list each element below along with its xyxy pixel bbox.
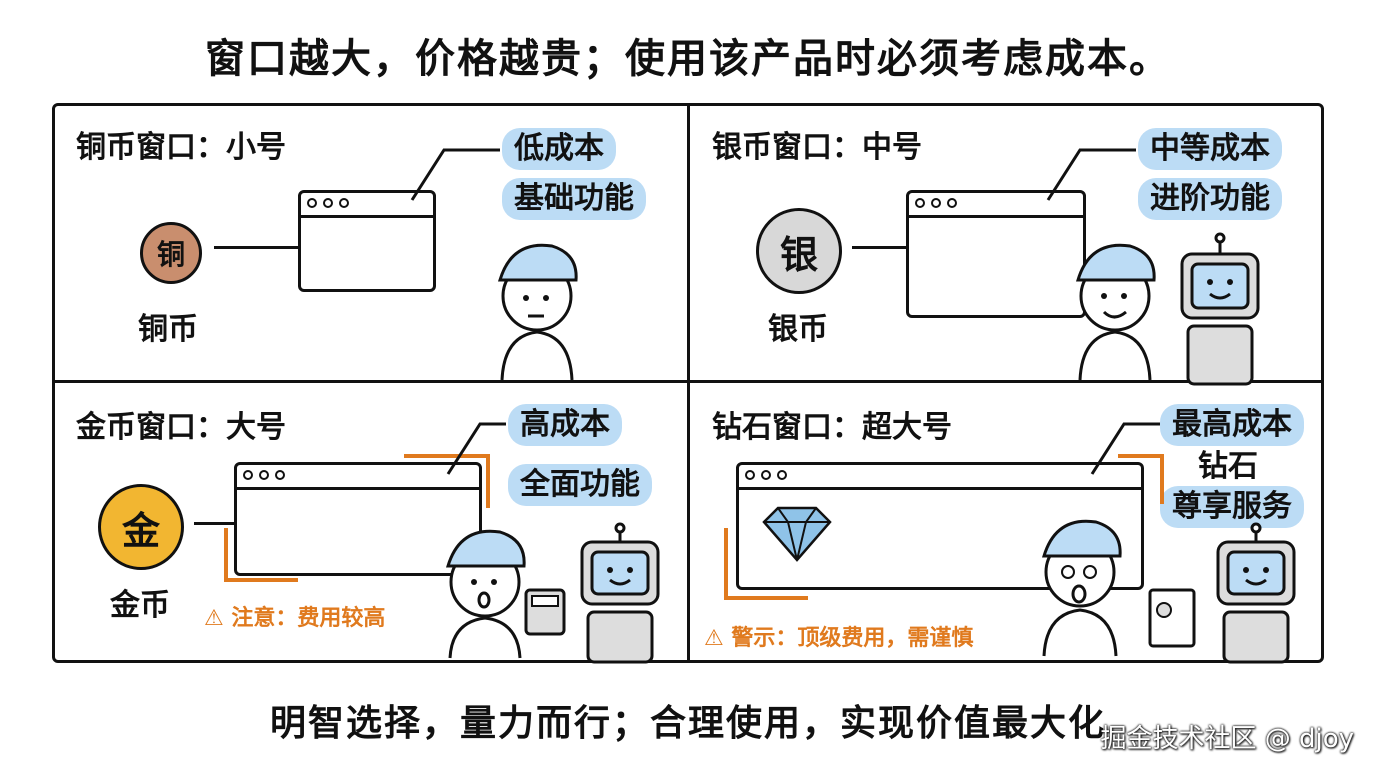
robot-icon — [580, 522, 660, 664]
silver-coin-icon: 银 — [756, 208, 842, 294]
person-shocked-icon — [1041, 519, 1122, 657]
coin-label: 银币 — [768, 312, 828, 347]
window-medium-icon — [906, 190, 1086, 318]
coin-glyph: 银 — [779, 232, 818, 277]
tag-cost: 高成本 — [508, 404, 622, 446]
glow-accent — [724, 454, 1164, 600]
coin-glyph: 铜 — [156, 238, 185, 271]
callout-line — [410, 148, 500, 201]
panel-title: 钻石窗口：超大号 — [712, 410, 952, 445]
person-smiling-icon — [1075, 243, 1156, 381]
footer-slogan: 明智选择，量力而行；合理使用，实现价值最大化 — [269, 703, 1106, 744]
tag-feature: 基础功能 — [502, 178, 646, 220]
warning-note: ⚠ 警示：顶级费用，需谨慎 — [704, 620, 973, 652]
calculator-icon — [524, 588, 566, 636]
robot-icon — [1180, 232, 1260, 386]
coin-glyph: 金 — [121, 508, 160, 553]
tag-feature: 全面功能 — [508, 464, 652, 506]
callout-line — [1090, 422, 1160, 475]
glow-accent — [224, 454, 490, 582]
tag-cost: 最高成本 — [1160, 404, 1304, 446]
tag-tier: 钻石 — [1198, 449, 1258, 484]
coin-label: 铜币 — [138, 312, 198, 347]
panel-title: 金币窗口：大号 — [76, 410, 286, 445]
panel-title: 银币窗口：中号 — [712, 130, 922, 165]
robot-icon — [1216, 522, 1296, 664]
connector-line — [214, 246, 298, 249]
callout-line — [1046, 148, 1136, 201]
warning-text: 警示：顶级费用，需谨慎 — [731, 626, 974, 651]
tag-feature: 进阶功能 — [1138, 178, 1282, 220]
copper-coin-icon: 铜 — [140, 222, 202, 284]
diamond-icon — [762, 506, 832, 562]
person-surprised-icon — [445, 529, 526, 659]
warning-icon: ⚠ — [204, 606, 224, 631]
panel-divider-vertical — [687, 103, 690, 663]
report-icon — [1148, 588, 1196, 648]
connector-line — [852, 246, 908, 249]
callout-line — [446, 422, 506, 475]
window-large-icon — [234, 462, 482, 576]
panel-divider-horizontal — [52, 380, 1324, 383]
gold-coin-icon: 金 — [98, 484, 184, 570]
watermark: 掘金技术社区 @ djoy — [1100, 724, 1354, 754]
person-thinking-icon — [497, 243, 578, 381]
coin-label: 金币 — [110, 588, 170, 623]
window-small-icon — [298, 190, 436, 292]
page-title: 窗口越大，价格越贵；使用该产品时必须考虑成本。 — [205, 36, 1171, 82]
tag-cost: 低成本 — [502, 128, 616, 170]
warning-icon: ⚠ — [704, 626, 724, 651]
tag-cost: 中等成本 — [1138, 128, 1282, 170]
tag-feature: 尊享服务 — [1160, 486, 1304, 528]
warning-text: 注意：费用较高 — [231, 606, 386, 631]
warning-note: ⚠ 注意：费用较高 — [204, 600, 385, 632]
panel-title: 铜币窗口：小号 — [76, 130, 286, 165]
connector-line — [194, 522, 236, 525]
